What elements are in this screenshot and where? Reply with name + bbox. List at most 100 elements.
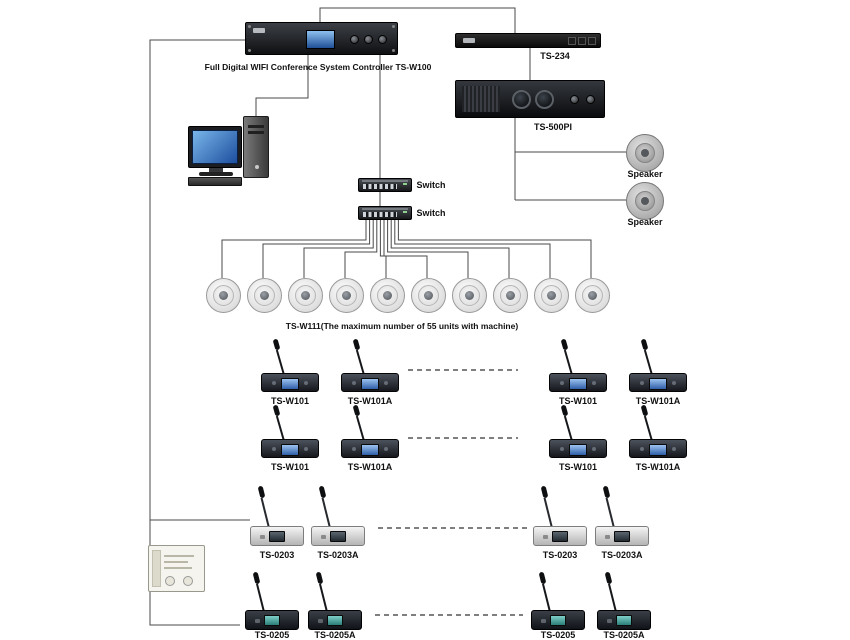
mic-label: TS-W101 <box>270 396 310 406</box>
mic-gooseneck <box>321 497 331 529</box>
box-print-line <box>164 567 192 569</box>
mic-label: TS-0205A <box>603 630 645 640</box>
ceiling-unit-dot <box>506 291 515 300</box>
mic-label: TS-0203A <box>601 550 643 560</box>
mic-label: TS-W101 <box>558 396 598 406</box>
mic-gooseneck <box>643 415 653 442</box>
mic-unit <box>525 485 595 548</box>
mic-unit <box>587 485 657 548</box>
mic-gooseneck <box>543 497 553 529</box>
switch-strip <box>362 180 408 182</box>
ceiling-unit <box>288 278 323 313</box>
network-switch-2 <box>358 206 412 220</box>
mic-base <box>308 610 362 630</box>
switch-ports-icon <box>363 212 397 217</box>
mic-label: TS-W101A <box>347 462 393 472</box>
controller-screen <box>306 30 335 49</box>
ceiling-unit <box>411 278 446 313</box>
port-icon <box>568 37 576 45</box>
mic-base <box>341 439 399 458</box>
ceiling-unit <box>370 278 405 313</box>
mic-unit <box>523 571 593 632</box>
mic-screen <box>269 531 285 542</box>
speaker-icon <box>626 182 664 220</box>
mic-capsule <box>602 485 611 499</box>
mic-label: TS-0205A <box>314 630 356 640</box>
amp-knob <box>570 95 579 104</box>
switch-top-label: Switch <box>416 180 446 190</box>
mic-gooseneck <box>605 497 615 529</box>
conference-controller <box>245 22 398 55</box>
mic-gooseneck <box>608 583 617 613</box>
network-switch-1 <box>358 178 412 192</box>
mic-screen <box>569 378 587 390</box>
led-icon <box>403 211 407 213</box>
mic-base <box>597 610 651 630</box>
switch-ports-icon <box>363 184 397 189</box>
mic-base <box>261 373 319 392</box>
mic-screen <box>616 615 632 626</box>
screw-icon <box>392 49 395 52</box>
drive-slot-icon <box>248 131 264 134</box>
monitor-base <box>199 172 233 176</box>
controller-knob <box>378 35 387 44</box>
box-print-line <box>164 555 194 557</box>
ceiling-unit-dot <box>588 291 597 300</box>
mic-capsule <box>318 485 327 499</box>
mic-gooseneck <box>319 583 328 613</box>
ceiling-unit <box>534 278 569 313</box>
mic-gooseneck <box>563 349 573 376</box>
speaker-dot <box>641 197 649 205</box>
mic-unit <box>335 338 405 394</box>
mic-screen <box>550 615 566 626</box>
ts500pi-amplifier <box>455 80 605 118</box>
mic-gooseneck <box>643 349 653 376</box>
ceiling-unit <box>329 278 364 313</box>
mic-gooseneck <box>355 349 365 376</box>
mic-label: TS-0203A <box>317 550 359 560</box>
mic-base <box>311 526 365 546</box>
mic-screen <box>327 615 343 626</box>
mic-unit <box>300 571 370 632</box>
mic-capsule <box>315 571 324 585</box>
box-connector-icon <box>165 576 175 586</box>
ceiling-unit <box>247 278 282 313</box>
ceiling-unit-dot <box>260 291 269 300</box>
ceiling-unit <box>206 278 241 313</box>
ceiling-unit-dot <box>383 291 392 300</box>
ts234-unit <box>455 33 601 48</box>
ceiling-note: TS-W111(The maximum number of 55 units w… <box>285 321 519 331</box>
led-icon <box>403 183 407 185</box>
mic-screen <box>649 444 667 456</box>
mic-screen <box>361 378 379 390</box>
mic-unit <box>543 404 613 460</box>
mic-unit <box>237 571 307 632</box>
vu-meter-icon <box>512 90 531 109</box>
mic-gooseneck <box>260 497 270 529</box>
port-icon <box>588 37 596 45</box>
mic-base <box>595 526 649 546</box>
ceiling-unit <box>493 278 528 313</box>
mic-label: TS-0203 <box>259 550 295 560</box>
ts500pi-label: TS-500PI <box>533 122 573 132</box>
switch-bottom-label: Switch <box>416 208 446 218</box>
mic-screen <box>649 378 667 390</box>
ceiling-unit-dot <box>342 291 351 300</box>
power-extension-box <box>148 545 205 592</box>
box-connector-icon <box>183 576 193 586</box>
mic-label: TS-W101 <box>270 462 310 472</box>
power-button-icon <box>255 165 259 169</box>
mic-capsule <box>252 571 261 585</box>
mic-screen <box>614 531 630 542</box>
mic-base <box>629 439 687 458</box>
mic-unit <box>303 485 373 548</box>
brand-logo-icon <box>463 38 475 43</box>
speaker-top-label: Speaker <box>627 169 663 179</box>
mic-gooseneck <box>542 583 551 613</box>
monitor-stand <box>209 168 223 173</box>
ts234-label: TS-234 <box>540 51 570 61</box>
mic-gooseneck <box>256 583 265 613</box>
mic-label: TS-W101 <box>558 462 598 472</box>
mic-base <box>629 373 687 392</box>
